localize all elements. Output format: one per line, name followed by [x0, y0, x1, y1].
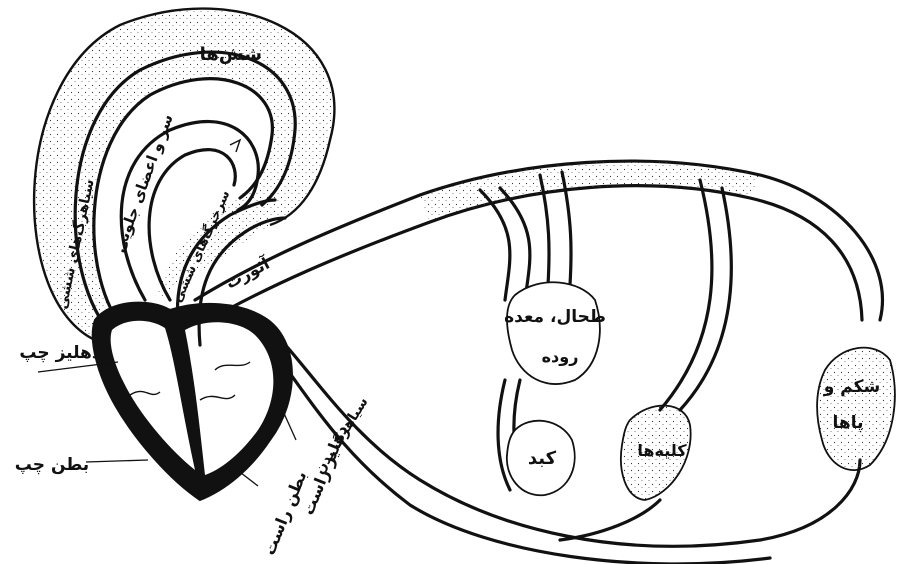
label-abdomen: شکم و	[823, 377, 880, 397]
label-right-atrium: دهلیز راست	[298, 422, 351, 517]
label-kidneys: کلیه‌ها	[637, 441, 687, 460]
label-left-ventricle: بطن چپ	[15, 455, 89, 475]
label-intestine: روده	[542, 347, 579, 366]
label-liver: کبد	[528, 448, 557, 469]
label-legs: پاها	[833, 413, 864, 433]
label-lungs: شش‌ها	[200, 44, 262, 65]
label-aorta: آئورت	[222, 253, 273, 293]
label-left-atrium: دهلیز چپ	[19, 343, 100, 363]
abdomen-legs-organ	[817, 348, 895, 470]
label-spleen-stomach: طحال، معده	[504, 307, 606, 327]
spleen-stomach-organ	[507, 282, 600, 384]
leader-left-ventricle	[86, 460, 148, 462]
